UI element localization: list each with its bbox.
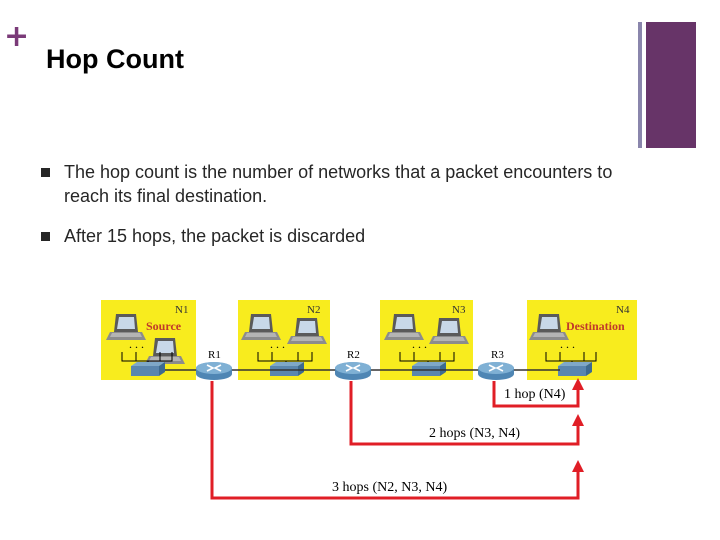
switch-icon <box>558 362 592 376</box>
router-icon <box>334 361 372 381</box>
switch-icon <box>412 362 446 376</box>
plus-icon: + <box>4 19 30 54</box>
network-n4: N4 Destination . . . <box>527 300 637 380</box>
router-icon <box>195 361 233 381</box>
hop-path-1: 1 hop (N4) <box>492 378 584 408</box>
hop-path-2: 2 hops (N3, N4) <box>349 381 584 446</box>
ellipsis-label: . . . <box>560 337 575 351</box>
source-label: Source <box>146 319 182 333</box>
switch-icon <box>270 362 304 376</box>
hop-label: 2 hops (N3, N4) <box>429 426 520 441</box>
bullet-text: After 15 hops, the packet is discarded <box>64 226 366 246</box>
network-label: N3 <box>452 304 466 316</box>
router-label: R3 <box>491 349 504 361</box>
router-icon <box>477 361 515 381</box>
ellipsis-label: . . . <box>270 337 285 351</box>
network-n2: N2 . . . <box>238 300 330 380</box>
router-r1: R1 <box>195 349 233 381</box>
destination-label: Destination <box>566 319 625 333</box>
hop-path-3: 3 hops (N2, N3, N4) <box>210 381 584 500</box>
hop-label: 3 hops (N2, N3, N4) <box>332 480 447 495</box>
hop-label: 1 hop (N4) <box>504 387 566 402</box>
accent-bar-thin <box>638 22 642 148</box>
bullet-list: The hop count is the number of networks … <box>40 160 660 264</box>
bullet-square-icon <box>41 232 50 241</box>
ellipsis-label: . . . <box>412 337 427 351</box>
network-label: N1 <box>175 304 188 316</box>
bullet-item: The hop count is the number of networks … <box>40 160 660 208</box>
bullet-square-icon <box>41 168 50 177</box>
router-label: R2 <box>347 349 360 361</box>
router-r2: R2 <box>334 349 372 381</box>
ellipsis-label: . . . <box>129 337 144 351</box>
bullet-item: After 15 hops, the packet is discarded <box>40 224 660 248</box>
network-label: N2 <box>307 304 320 316</box>
slide-title: Hop Count <box>46 44 184 74</box>
network-n3: N3 . . . <box>380 300 473 380</box>
router-r3: R3 <box>477 349 515 381</box>
accent-bar <box>646 22 696 148</box>
bullet-text: The hop count is the number of networks … <box>64 162 613 206</box>
network-label: N4 <box>616 304 630 316</box>
switch-icon <box>131 362 165 376</box>
router-label: R1 <box>208 349 221 361</box>
network-n1: N1 Source . . . <box>101 300 196 380</box>
